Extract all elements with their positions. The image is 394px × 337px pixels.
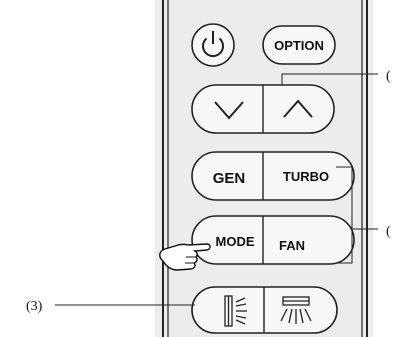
turbo-button-label: TURBO (283, 169, 329, 184)
fan-button-label: FAN (279, 238, 305, 253)
gen-button-label: GEN (213, 170, 246, 187)
temp-down-button[interactable] (194, 87, 262, 131)
callout-gen-turbo-mode-fan-label: ( (386, 224, 391, 239)
mode-button[interactable]: MODE (216, 234, 255, 249)
callout-temp-label: ( (386, 69, 391, 84)
option-button-label: OPTION (274, 38, 324, 53)
gen-turbo-group: GEN TURBO (191, 151, 355, 201)
callout-temp: ( (281, 69, 391, 85)
turbo-button[interactable]: TURBO (283, 169, 329, 184)
gen-turbo-outline (191, 151, 355, 201)
swing-button-group (191, 286, 338, 334)
mode-button-label: MODE (216, 234, 255, 249)
chevron-down-icon (214, 101, 244, 120)
pointing-hand-icon (159, 243, 211, 271)
temp-button-group (191, 84, 335, 134)
temp-up-button[interactable] (264, 87, 332, 131)
horizontal-swing-button[interactable] (280, 296, 312, 324)
callout-swing: (3) (26, 299, 195, 314)
mode-fan-group: MODE FAN (191, 215, 355, 265)
power-button[interactable] (191, 23, 235, 67)
vertical-swing-button[interactable] (224, 295, 247, 327)
chevron-up-icon (283, 99, 313, 118)
callout-swing-label: (3) (26, 299, 43, 314)
power-icon (202, 31, 224, 58)
gen-button[interactable]: GEN (213, 170, 246, 187)
callout-gen-turbo-mode-fan: ( (336, 166, 391, 264)
horizontal-swing-icon (280, 296, 312, 324)
option-button[interactable]: OPTION (262, 25, 336, 65)
mode-fan-outline (191, 215, 355, 265)
vertical-swing-icon (224, 295, 247, 327)
fan-button[interactable]: FAN (279, 238, 305, 253)
